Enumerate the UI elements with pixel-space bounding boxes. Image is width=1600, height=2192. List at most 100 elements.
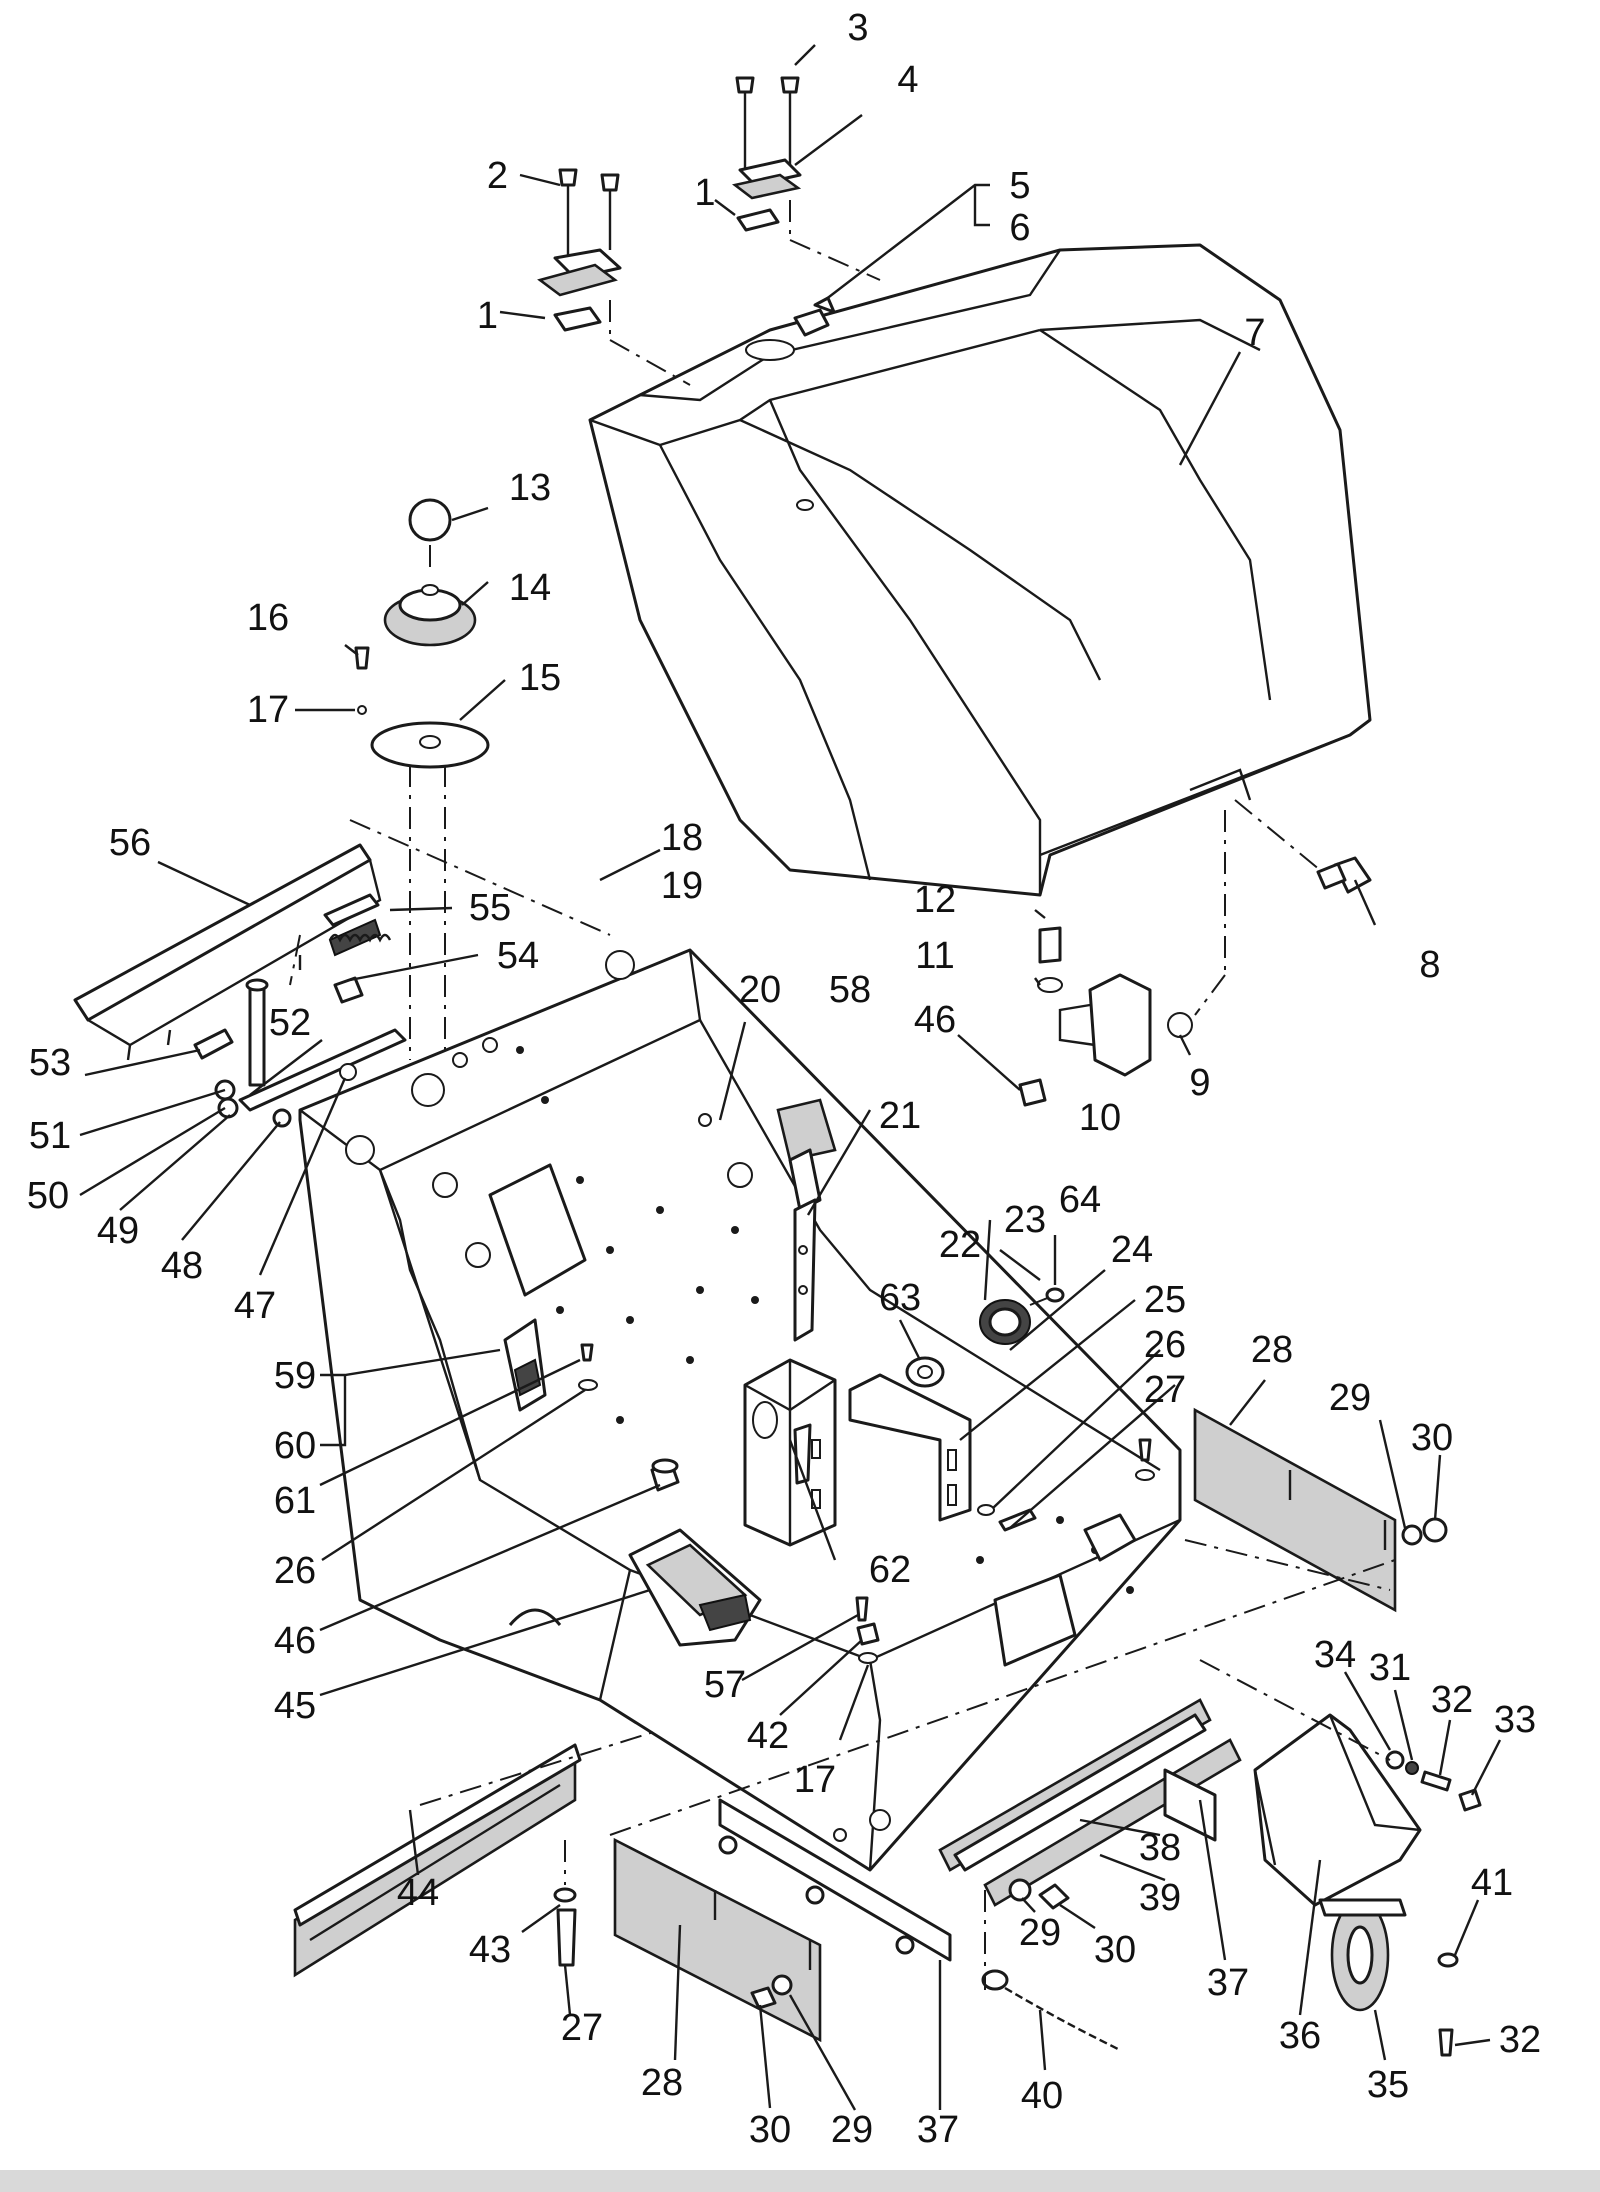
callout-39: 39 <box>1139 1877 1181 1919</box>
cover-hood <box>588 243 1372 897</box>
bracket-21 <box>788 1148 822 1342</box>
bolt-26-right <box>1135 1438 1155 1481</box>
collar-63 <box>905 1356 945 1388</box>
callout-46a: 46 <box>914 999 956 1041</box>
callout-13: 13 <box>509 467 551 509</box>
callout-45: 45 <box>274 1685 316 1727</box>
skirt-28-right <box>1193 1407 1448 1613</box>
handle-knob-assembly <box>354 498 490 1060</box>
callout-11: 11 <box>915 935 954 977</box>
callout-30b: 30 <box>749 2109 791 2151</box>
decal-58 <box>776 1098 837 1162</box>
callout-12: 12 <box>914 879 956 921</box>
callout-42: 42 <box>747 1715 789 1757</box>
bar-37-front <box>718 1798 952 1962</box>
washer-29-front <box>1008 1878 1070 1910</box>
caster-guard-36 <box>1253 1713 1422 1907</box>
callout-56: 56 <box>109 822 151 864</box>
callout-59: 59 <box>274 1355 316 1397</box>
callout-47: 47 <box>234 1285 276 1327</box>
spring-55 <box>328 933 392 943</box>
callout-29c: 29 <box>1019 1912 1061 1954</box>
callout-38: 38 <box>1139 1827 1181 1869</box>
callout-15: 15 <box>519 657 561 699</box>
hardware-31-34 <box>1199 1659 1482 1812</box>
skirt-44 <box>293 1743 582 1978</box>
roller-22 <box>979 1287 1065 1345</box>
leader-lines <box>79 44 1502 2111</box>
callout-34: 34 <box>1314 1634 1356 1676</box>
callout-58: 58 <box>829 969 871 1011</box>
bolt-57 <box>855 1596 880 1664</box>
callout-29b: 29 <box>831 2109 873 2151</box>
callout-36: 36 <box>1279 2015 1321 2057</box>
callout-54: 54 <box>497 935 539 977</box>
caster-35 <box>1318 1898 1407 2012</box>
callout-31: 31 <box>1369 1647 1411 1689</box>
callout-16: 16 <box>247 597 289 639</box>
callout-48: 48 <box>161 1245 203 1287</box>
hinge-right <box>731 76 881 281</box>
callout-53: 53 <box>29 1042 71 1084</box>
callout-24: 24 <box>1111 1229 1153 1271</box>
callout-4: 4 <box>897 59 918 101</box>
blade-38 <box>938 1698 1212 1872</box>
callout-23: 23 <box>1004 1199 1046 1241</box>
callout-51: 51 <box>29 1115 71 1157</box>
bracket-25 <box>848 1373 972 1522</box>
callout-37a: 37 <box>917 2109 959 2151</box>
callout-32b: 32 <box>1499 2019 1541 2061</box>
callout-21: 21 <box>879 1095 921 1137</box>
callout-19: 19 <box>661 865 703 907</box>
callout-52: 52 <box>269 1002 311 1044</box>
bolt-27-left <box>553 1840 577 1967</box>
callout-3: 3 <box>847 7 868 49</box>
callout-55: 55 <box>469 887 511 929</box>
callout-labels: 1 2 3 4 1 5 6 7 13 14 16 15 17 56 18 55 … <box>27 7 1541 2151</box>
callout-33: 33 <box>1494 1699 1536 1741</box>
callout-37b: 37 <box>1207 1962 1249 2004</box>
callout-63: 63 <box>879 1277 921 1319</box>
callout-40: 40 <box>1021 2075 1063 2117</box>
callout-6: 6 <box>1009 207 1030 249</box>
callout-17b: 17 <box>794 1759 836 1801</box>
callout-28a: 28 <box>1251 1329 1293 1371</box>
nut-30-bottom <box>750 1974 793 2010</box>
chassis-right-bracket <box>1083 1513 1137 1562</box>
nut-46 <box>650 1458 680 1492</box>
callout-14: 14 <box>509 567 551 609</box>
callout-18: 18 <box>661 817 703 859</box>
washer-41 <box>1437 1952 1459 2057</box>
callout-61: 61 <box>274 1480 316 1522</box>
callout-5: 5 <box>1009 165 1030 207</box>
callout-2: 2 <box>487 155 508 197</box>
linkage-plate-56 <box>73 819 611 1061</box>
callout-30a: 30 <box>1411 1417 1453 1459</box>
callout-25: 25 <box>1144 1279 1186 1321</box>
callout-1b: 1 <box>694 172 715 214</box>
callout-26b: 26 <box>274 1550 316 1592</box>
hinge-left <box>537 168 691 386</box>
callout-60: 60 <box>274 1425 316 1467</box>
main-chassis <box>298 948 1182 1872</box>
bracket-10 <box>1018 810 1226 1107</box>
callout-26a: 26 <box>1144 1324 1186 1366</box>
callout-17a: 17 <box>247 689 289 731</box>
callout-7: 7 <box>1244 312 1265 354</box>
callout-44: 44 <box>397 1872 439 1914</box>
callout-32a: 32 <box>1431 1679 1473 1721</box>
callout-50: 50 <box>27 1175 69 1217</box>
lever-assembly <box>193 976 407 1128</box>
callout-9: 9 <box>1189 1062 1210 1104</box>
skirt-28-front <box>613 1837 822 2043</box>
callout-43: 43 <box>469 1929 511 1971</box>
callout-28b: 28 <box>641 2062 683 2104</box>
cover-latch <box>793 296 836 337</box>
latch-59-60 <box>503 1318 598 1412</box>
cable-40 <box>981 1969 1121 2052</box>
housing-62 <box>743 1358 837 1547</box>
callout-20: 20 <box>739 969 781 1011</box>
callout-27b: 27 <box>561 2007 603 2049</box>
callout-10: 10 <box>1079 1097 1121 1139</box>
